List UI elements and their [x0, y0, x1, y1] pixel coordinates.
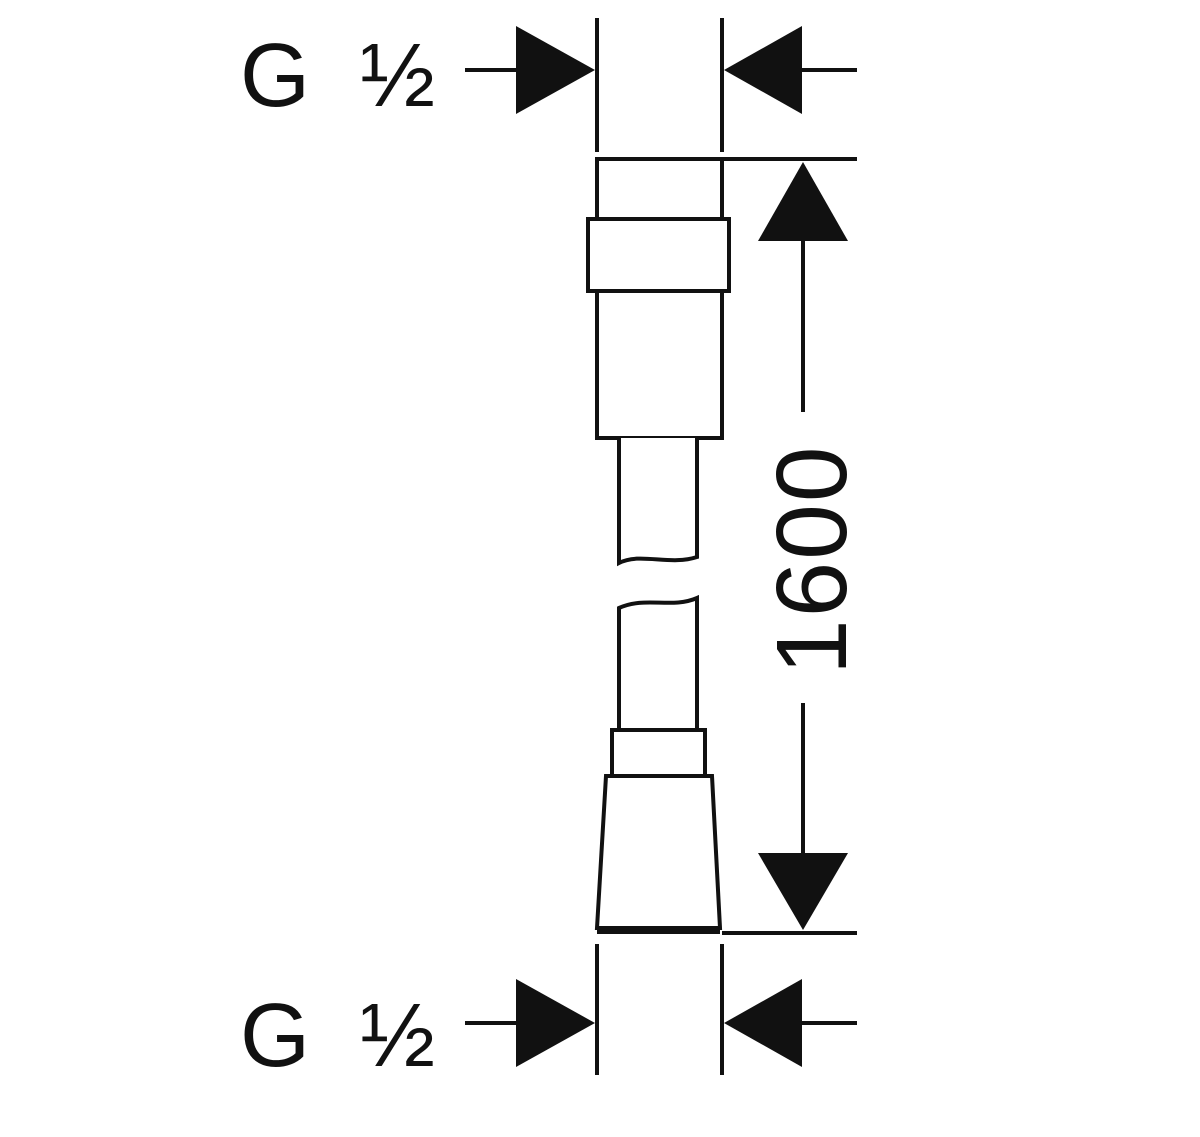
upper-hose-segment — [617, 438, 699, 567]
bottom-thread-size: ½ — [360, 986, 435, 1086]
bottom-thread-letter: G — [240, 986, 310, 1086]
hose-body — [586, 157, 731, 934]
top-nut-body — [595, 289, 724, 440]
bottom-thread-dimension: G ½ — [240, 944, 857, 1086]
top-right-arrowhead — [724, 26, 802, 114]
top-left-arrowhead — [516, 26, 595, 114]
top-thread-dimension: G ½ — [240, 18, 857, 152]
bottom-right-arrowhead — [724, 979, 802, 1067]
top-nut-collar — [586, 217, 731, 293]
bottom-fitting-cone — [594, 774, 723, 930]
top-nut-cap — [595, 157, 724, 221]
bottom-fitting-collar — [610, 728, 707, 778]
length-up-arrowhead — [758, 162, 848, 241]
length-down-arrowhead — [758, 853, 848, 930]
lower-hose-segment — [617, 594, 699, 730]
top-thread-letter: G — [240, 26, 310, 126]
top-thread-size: ½ — [360, 26, 435, 126]
bottom-left-arrowhead — [516, 979, 595, 1067]
length-value: 1600 — [756, 445, 868, 675]
length-dimension: 1600 — [722, 157, 868, 935]
